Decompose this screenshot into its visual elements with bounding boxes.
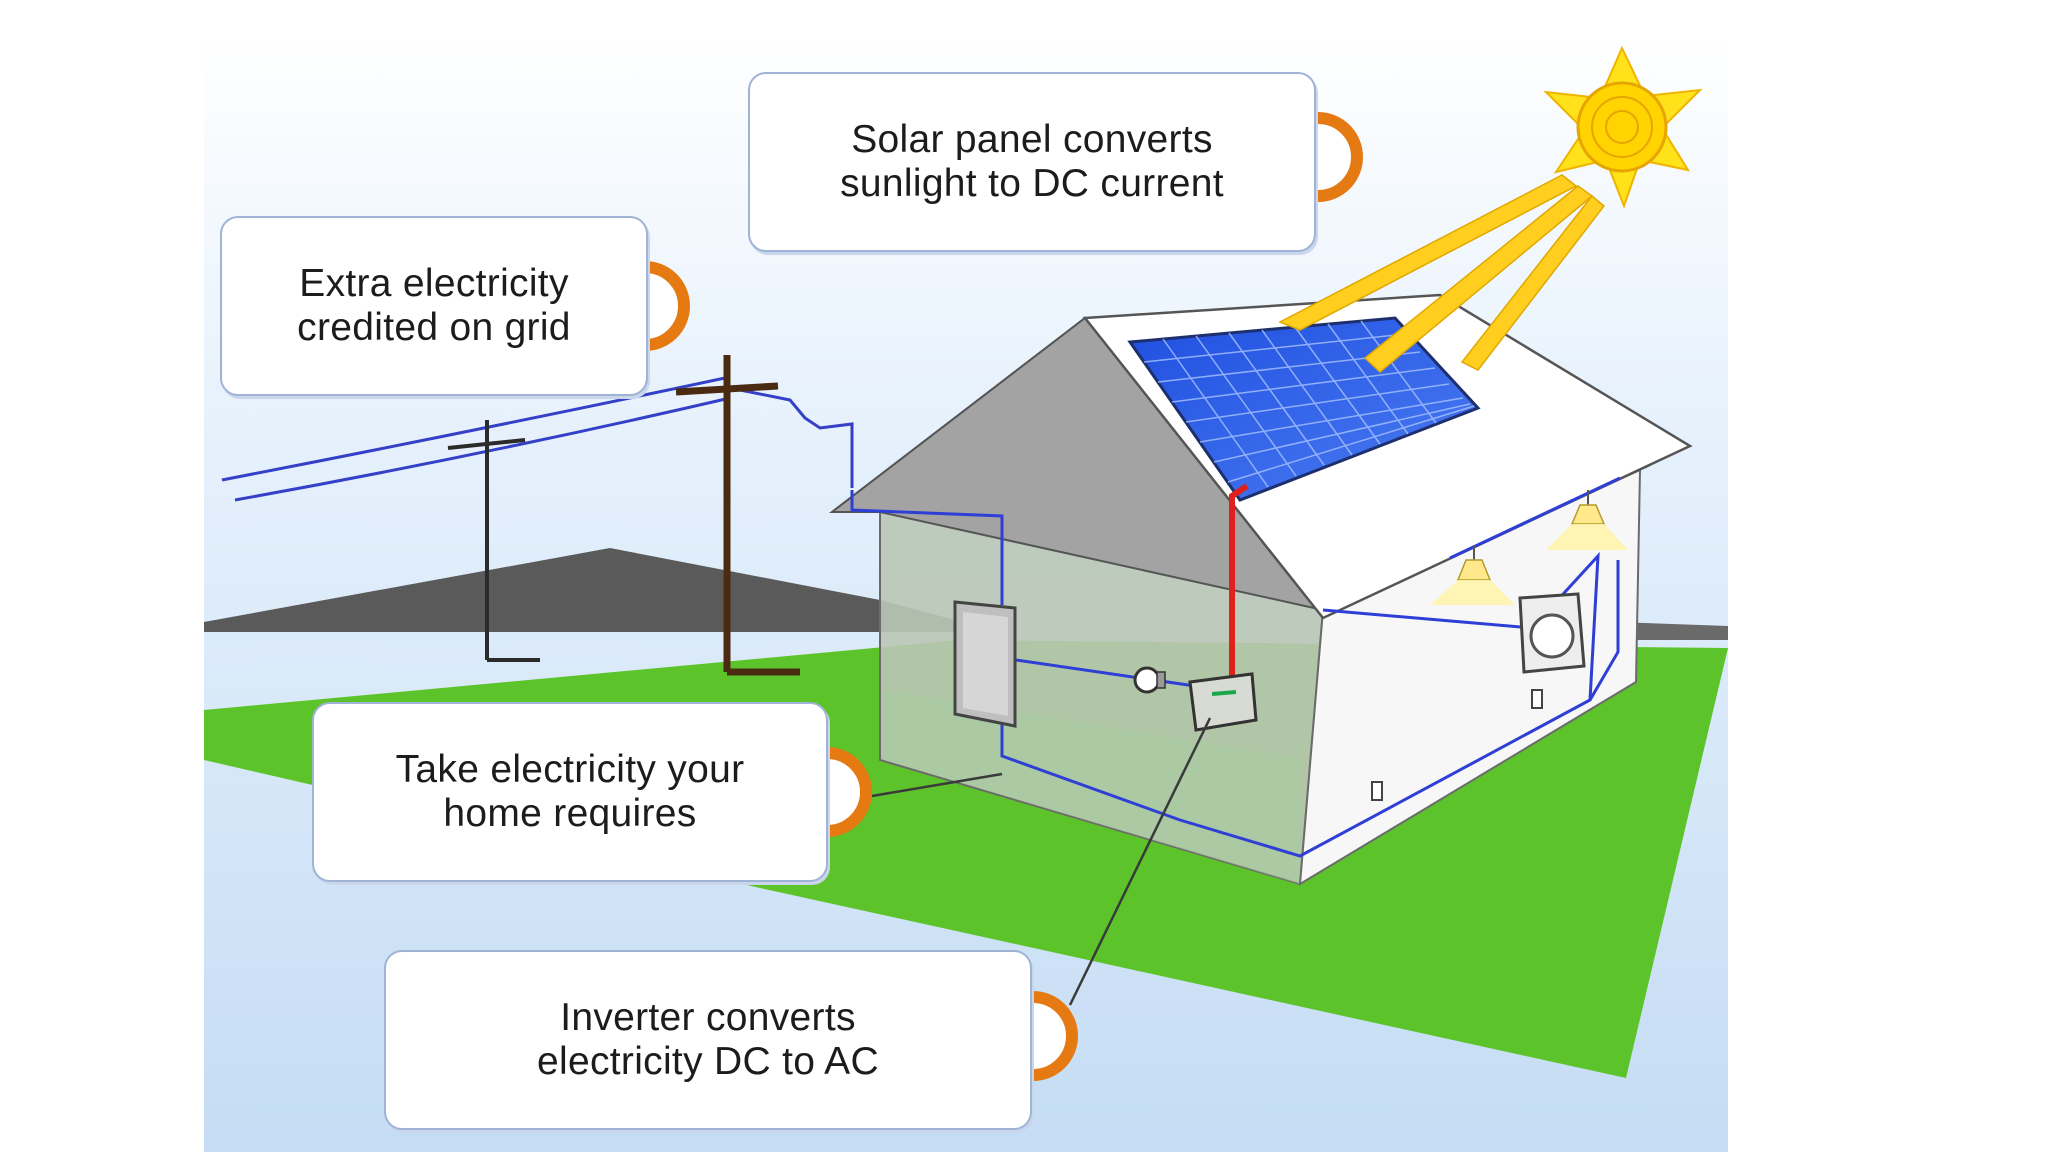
callout-solar-panel: Solar panel converts sunlight to DC curr… xyxy=(748,72,1316,252)
sun-icon xyxy=(1543,45,1703,209)
dc-wire xyxy=(1229,483,1249,688)
power-lines xyxy=(221,376,854,502)
meter-box xyxy=(953,600,1017,728)
callout-inverter-text: Inverter converts electricity DC to AC xyxy=(537,996,879,1083)
leader-lines xyxy=(871,717,1212,1006)
callout-extra-electricity-text: Extra electricity credited on grid xyxy=(297,262,571,349)
callout-extra-electricity: Extra electricity credited on grid xyxy=(220,216,648,396)
wall-outlet xyxy=(1371,781,1383,801)
callout-solar-panel-text: Solar panel converts sunlight to DC curr… xyxy=(840,118,1224,205)
ceiling-lamp xyxy=(1430,490,1628,605)
washing-machine xyxy=(1518,592,1586,674)
electric-meter xyxy=(1133,666,1166,694)
utility-pole-near xyxy=(675,355,800,676)
sun-rays xyxy=(1278,174,1606,373)
callout-inverter: Inverter converts electricity DC to AC xyxy=(384,950,1032,1130)
callout-take-electricity: Take electricity your home requires xyxy=(312,702,828,882)
hill xyxy=(204,548,1000,632)
inverter-box xyxy=(1188,672,1258,732)
callout-take-electricity-text: Take electricity your home requires xyxy=(395,748,745,835)
wall-outlet xyxy=(1531,689,1543,709)
utility-pole-far xyxy=(447,420,540,662)
